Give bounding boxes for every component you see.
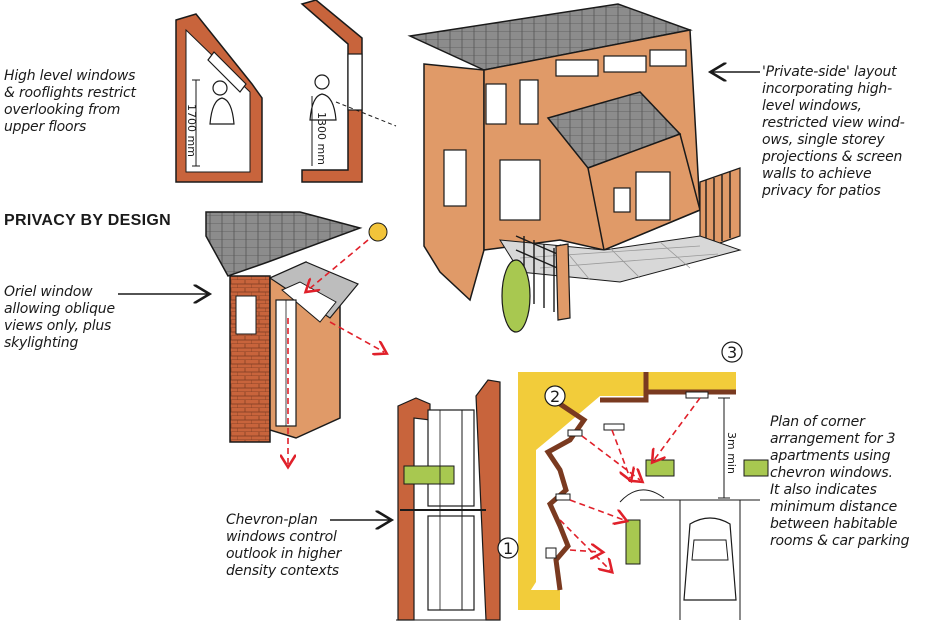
annotation-private-side-layout: 'Private-side' layout incorporating high… bbox=[762, 64, 905, 199]
annotation-oriel-window: Oriel window allowing oblique views only… bbox=[4, 284, 115, 351]
annotation-chevron-windows: Chevron-plan windows control outlook in … bbox=[226, 512, 342, 579]
section-a: 1700 mm bbox=[175, 13, 263, 183]
annotation-plan-corner: Plan of corner arrangement for 3 apartme… bbox=[770, 414, 910, 549]
section-b: 1300 mm bbox=[300, 0, 397, 183]
chevron-elevation bbox=[396, 379, 501, 621]
dimension-1700: 1700 mm bbox=[185, 104, 198, 157]
corner-plan: 3m min 2 3 1 bbox=[497, 341, 769, 620]
pointer-arrows bbox=[118, 72, 760, 520]
dimension-1300: 1300 mm bbox=[315, 112, 328, 165]
marker-3: 3 bbox=[727, 343, 737, 362]
oriel-window-sketch bbox=[205, 211, 387, 464]
sheet-title: PRIVACY BY DESIGN bbox=[4, 212, 171, 229]
marker-2: 2 bbox=[550, 387, 560, 406]
annotation-high-level-windows: High level windows & rooflights restrict… bbox=[4, 68, 136, 135]
perspective-house bbox=[407, 3, 742, 333]
marker-1: 1 bbox=[503, 539, 513, 558]
dimension-3m-min: 3m min bbox=[725, 432, 738, 474]
